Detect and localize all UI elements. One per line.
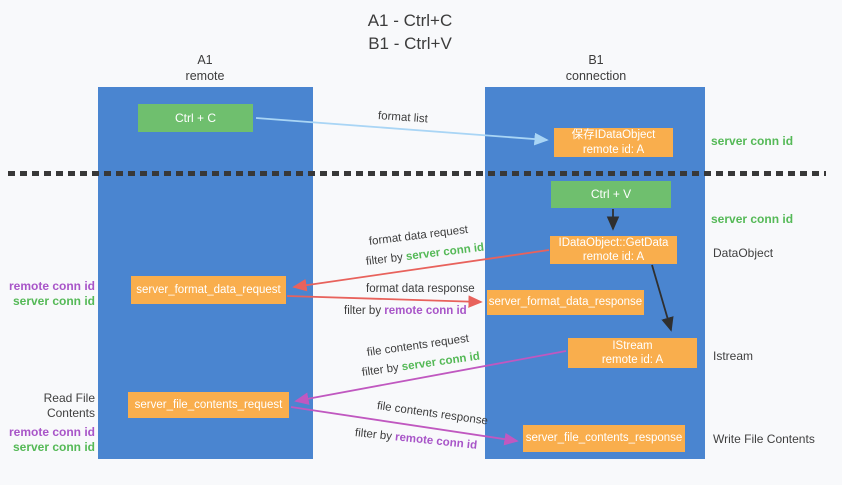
node-ctrl-c: Ctrl + C — [138, 104, 253, 132]
getdata-line2: remote id: A — [582, 251, 645, 263]
annotation-write-file-contents: Write File Contents — [713, 432, 815, 446]
annotation-server-conn-id-left-top: server conn id — [12, 293, 95, 308]
title-line-2: B1 - Ctrl+V — [368, 33, 452, 53]
filter-by-text: filter by — [365, 251, 404, 268]
istream-line1: IStream — [612, 339, 653, 352]
diagram-title: A1 - Ctrl+C B1 - Ctrl+V — [0, 10, 820, 56]
server-format-data-response-label: server_format_data_response — [488, 296, 643, 309]
annotation-group-format-ids: remote conn id server conn id — [0, 279, 95, 308]
server-conn-id-text: server conn id — [401, 350, 481, 374]
ctrl-c-label: Ctrl + C — [174, 110, 216, 125]
filter-by-text: filter by — [361, 361, 400, 379]
node-server-file-contents-response: server_file_contents_response — [523, 425, 685, 452]
node-idataobject-getdata: IDataObject::GetData remote id: A — [550, 236, 677, 264]
lifeline-b1-role: connection — [565, 68, 627, 83]
server-conn-id-text: server conn id — [405, 241, 485, 264]
lifeline-b1-name: B1 — [588, 53, 604, 67]
title-line-1: A1 - Ctrl+C — [367, 11, 453, 30]
annotation-dataobject: DataObject — [713, 246, 774, 260]
node-istream: IStream remote id: A — [568, 338, 697, 368]
lifeline-header-a1: A1 remote — [145, 53, 265, 84]
lifeline-header-b1: B1 connection — [536, 53, 656, 84]
remote-conn-id-text: remote conn id — [394, 431, 478, 452]
annotation-remote-conn-id-bottom: remote conn id — [8, 425, 95, 439]
node-ctrl-v: Ctrl + V — [551, 181, 671, 208]
node-server-file-contents-request: server_file_contents_request — [128, 392, 289, 418]
lifeline-a1-name: A1 — [197, 53, 213, 67]
istream-line2: remote id: A — [601, 354, 664, 366]
server-format-data-request-label: server_format_data_request — [136, 283, 281, 296]
filter-by-text: filter by — [354, 427, 393, 443]
label-format-list: format list — [377, 110, 429, 126]
machine-boundary-divider — [8, 171, 826, 176]
node-server-format-data-response: server_format_data_response — [487, 290, 644, 315]
format-data-response-arrow — [286, 295, 483, 308]
save-idataobject-line1: 保存IDataObject — [571, 129, 656, 142]
ctrl-v-label: Ctrl + V — [590, 187, 632, 201]
node-save-idataobject: 保存IDataObject remote id: A — [554, 128, 673, 157]
annotation-server-conn-id-mid: server conn id — [711, 212, 794, 226]
annotation-group-file-ids: Read File Contents remote conn id server… — [0, 391, 95, 454]
label-file-contents-response: file contents response — [376, 400, 489, 428]
annotation-remote-conn-id-top: remote conn id — [8, 279, 95, 293]
label-format-data-response: format data response — [366, 283, 475, 295]
annotation-istream: Istream — [713, 349, 754, 363]
getdata-line1: IDataObject::GetData — [558, 236, 669, 249]
annotation-read-file-contents: Read File Contents — [43, 391, 95, 420]
node-server-format-data-request: server_format_data_request — [131, 276, 286, 304]
server-file-contents-response-label: server_file_contents_response — [525, 432, 683, 445]
filter-by-text: filter by — [344, 305, 382, 317]
lifeline-a1-role: remote — [185, 68, 225, 83]
annotation-server-conn-id-top: server conn id — [711, 134, 794, 148]
label-filter-file-response: filter by remote conn id — [354, 427, 477, 452]
server-file-contents-request-label: server_file_contents_request — [134, 398, 283, 411]
remote-conn-id-text: remote conn id — [384, 305, 467, 317]
annotation-server-conn-id-left-bottom: server conn id — [12, 439, 95, 454]
label-filter-format-response: filter by remote conn id — [344, 305, 467, 317]
save-idataobject-line2: remote id: A — [582, 143, 645, 156]
